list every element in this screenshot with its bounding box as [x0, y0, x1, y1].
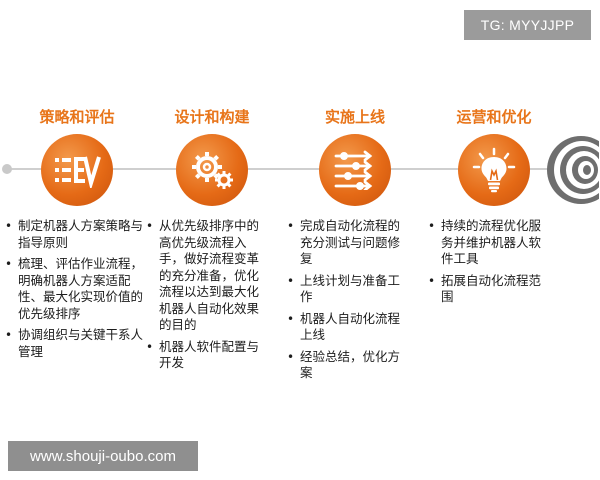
list-item: 持续的流程优化服务并维护机器人软件工具	[428, 218, 552, 268]
list-e-v-icon	[41, 134, 113, 206]
timeline-line	[6, 168, 551, 170]
flow-arrows-icon	[319, 134, 391, 206]
top-watermark: TG: MYYJJPP	[464, 10, 591, 40]
stage-3-title: 实施上线	[324, 108, 385, 126]
list-item: 机器人自动化流程上线	[287, 311, 411, 344]
stage-4-list: 持续的流程优化服务并维护机器人软件工具 拓展自动化流程范围	[428, 218, 552, 311]
stage-1-list: 制定机器人方案策略与指导原则 梳理、评估作业流程，明确机器人方案适配性、最大化实…	[5, 218, 145, 365]
list-item: 制定机器人方案策略与指导原则	[5, 218, 145, 251]
stage-3-list: 完成自动化流程的充分测试与问题修复 上线计划与准备工作 机器人自动化流程上线 经…	[287, 218, 411, 387]
timeline-start-dot	[2, 164, 12, 174]
stage-4-title: 运营和优化	[456, 108, 532, 126]
lightbulb-icon	[458, 134, 530, 206]
target-icon	[543, 134, 600, 206]
gears-icon	[176, 134, 248, 206]
list-item: 协调组织与关键干系人管理	[5, 327, 145, 360]
list-item: 从优先级排序中的高优先级流程入手，做好流程变革的充分准备，优化流程以达到最大化机…	[146, 218, 270, 334]
stage-2-title: 设计和构建	[174, 108, 250, 126]
list-item: 上线计划与准备工作	[287, 273, 411, 306]
stage-2-list: 从优先级排序中的高优先级流程入手，做好流程变革的充分准备，优化流程以达到最大化机…	[146, 218, 270, 377]
stage-1-title: 策略和评估	[39, 108, 115, 126]
list-item: 完成自动化流程的充分测试与问题修复	[287, 218, 411, 268]
list-item: 拓展自动化流程范围	[428, 273, 552, 306]
bottom-watermark: www.shouji-oubo.com	[8, 441, 198, 471]
list-item: 梳理、评估作业流程，明确机器人方案适配性、最大化实现价值的优先级排序	[5, 256, 145, 322]
list-item: 机器人软件配置与开发	[146, 339, 270, 372]
list-item: 经验总结，优化方案	[287, 349, 411, 382]
